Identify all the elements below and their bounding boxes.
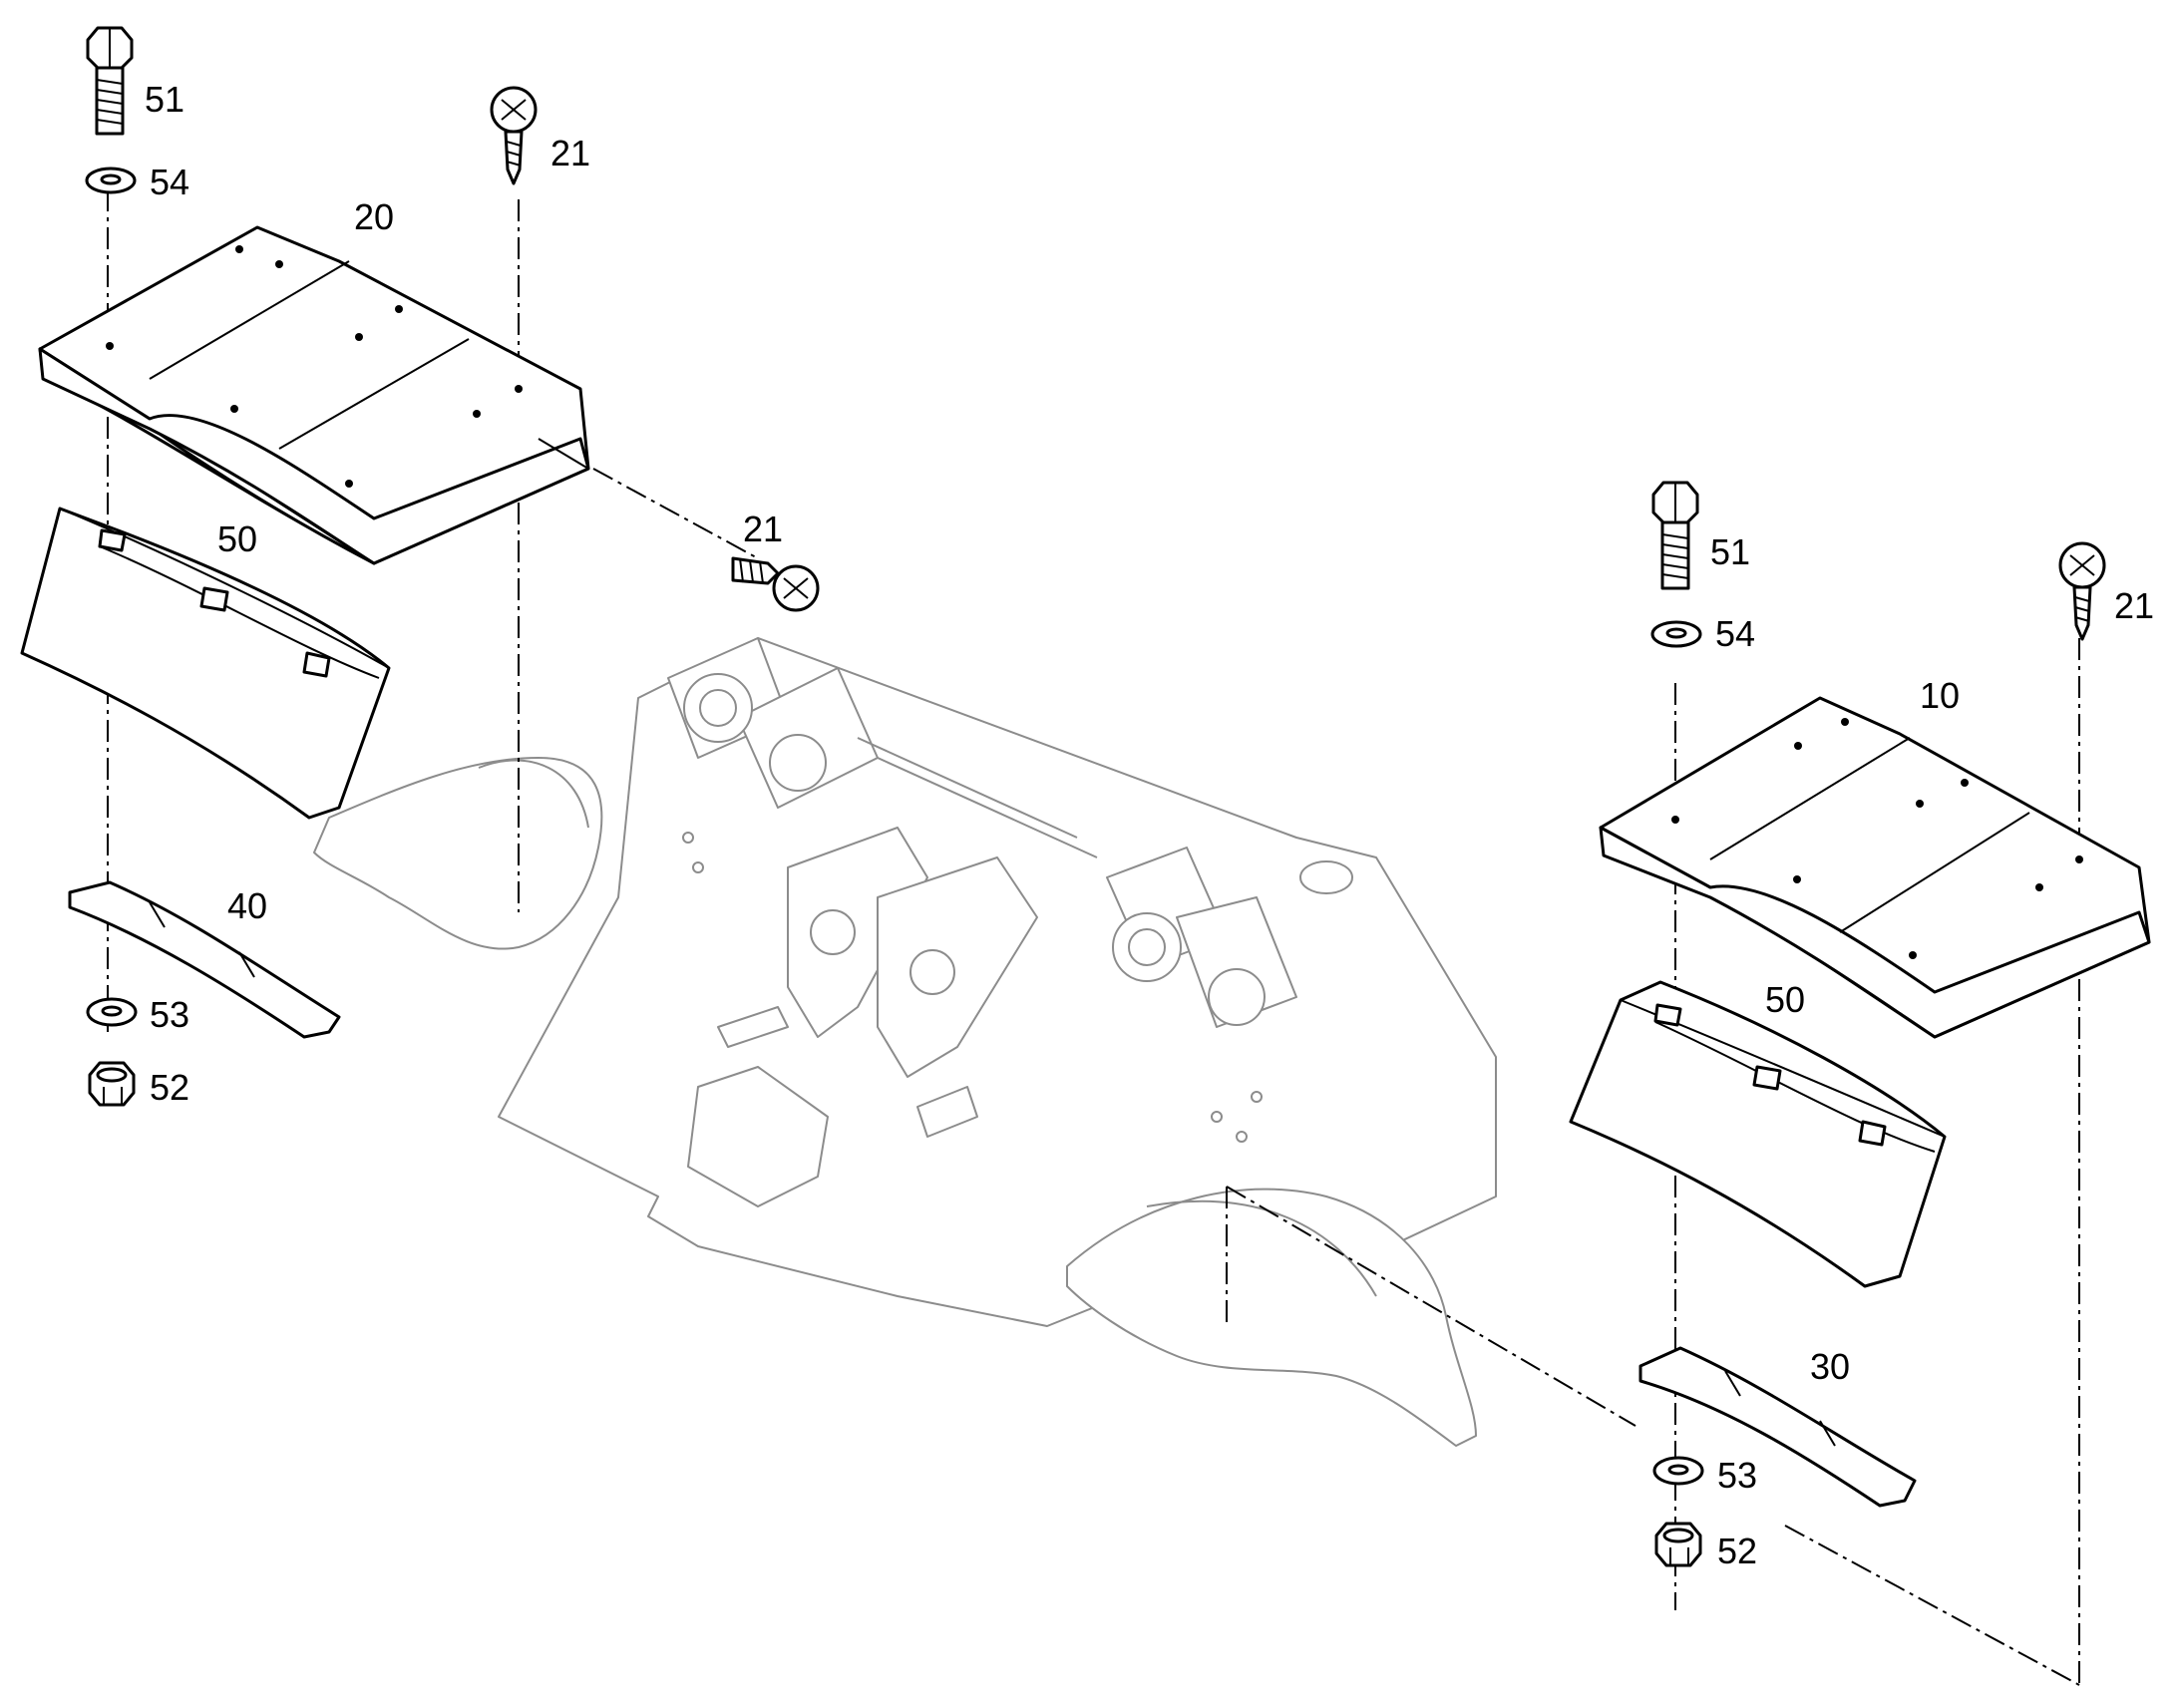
- callout-washer-left-top: 54: [150, 162, 189, 202]
- callout-cover-right: 10: [1920, 675, 1960, 716]
- callout-strip-left: 40: [227, 885, 267, 926]
- callout-pad-right: 50: [1765, 979, 1805, 1020]
- hex-bolt-icon: [1651, 481, 1699, 590]
- callout-nut-right: 52: [1717, 1531, 1757, 1571]
- rubber-pad-left: [20, 507, 391, 820]
- callout-bolt-right: 51: [1710, 531, 1750, 572]
- washer-icon: [85, 167, 137, 194]
- callout-labels: 51 54 21 20 50 21 40 53 52 51 54 21 10 5…: [145, 79, 2154, 1571]
- phillips-screw-icon: [490, 86, 538, 185]
- washer-icon: [86, 997, 138, 1027]
- callout-washer-right-top: 54: [1715, 613, 1755, 654]
- callout-pad-left: 50: [217, 518, 257, 559]
- cover-plate-left: [38, 225, 590, 565]
- callout-washer-right-bottom: 53: [1717, 1455, 1757, 1496]
- loader-frame: [313, 637, 1497, 1447]
- hex-nut-icon: [1654, 1522, 1702, 1567]
- callout-screw-right: 21: [2114, 585, 2154, 626]
- hex-nut-icon: [88, 1061, 136, 1107]
- callout-washer-left-bottom: 53: [150, 994, 189, 1035]
- callout-screw-middle: 21: [743, 509, 783, 549]
- callout-bolt-left: 51: [145, 79, 184, 120]
- phillips-screw-icon: [731, 556, 820, 612]
- washer-icon: [1650, 620, 1702, 648]
- wear-strip-left: [68, 880, 341, 1039]
- hex-bolt-icon: [86, 26, 134, 136]
- callout-screw-top-left: 21: [550, 133, 590, 173]
- callout-strip-right: 30: [1810, 1346, 1850, 1387]
- callout-cover-left: 20: [354, 196, 394, 237]
- phillips-screw-icon: [2058, 541, 2106, 641]
- cover-plate-right: [1599, 696, 2151, 1039]
- wear-strip-right: [1638, 1346, 1917, 1508]
- washer-icon: [1652, 1456, 1704, 1486]
- callout-nut-left: 52: [150, 1067, 189, 1108]
- rubber-pad-right: [1569, 980, 1947, 1288]
